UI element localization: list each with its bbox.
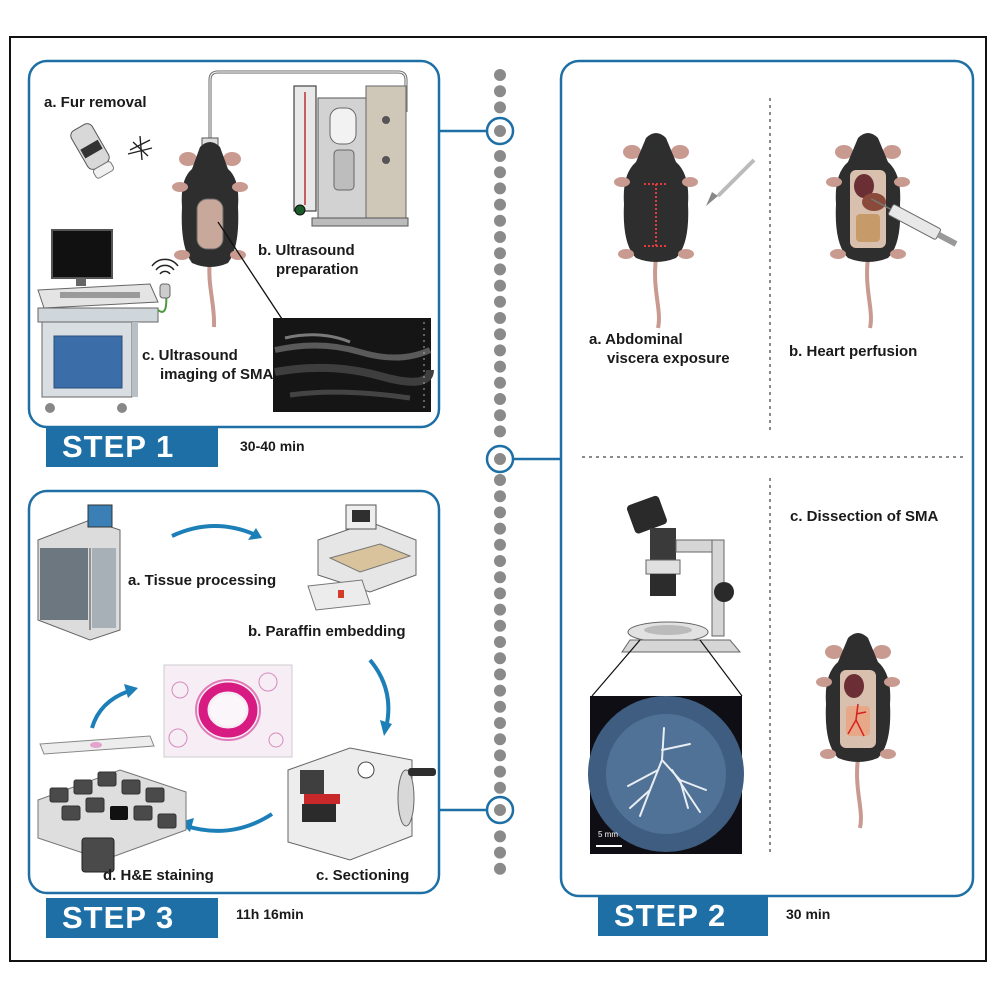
scalpel-icon — [706, 158, 756, 206]
timeline-dot — [494, 182, 506, 195]
timeline-dot — [494, 263, 506, 276]
glass-slide-icon — [39, 735, 155, 755]
timeline-dot — [494, 636, 506, 648]
step2-label-b: b. Heart perfusion — [789, 343, 918, 360]
timeline-dot — [494, 198, 506, 211]
step1-tab: STEP 1 — [46, 427, 218, 467]
microtome-icon — [287, 747, 436, 861]
step1-panel — [27, 59, 441, 429]
cassette-icon — [307, 579, 371, 611]
timeline-dot — [494, 587, 506, 600]
step1-label-c: c. Ultrasound imaging of SMA — [142, 347, 274, 383]
ultrasound-image — [273, 318, 434, 412]
timeline-dot — [494, 733, 506, 746]
mouse-icon — [816, 633, 900, 829]
arrow-b-to-c — [368, 658, 391, 729]
step3-label-b: b. Paraffin embedding — [248, 623, 406, 640]
zoom-line — [217, 221, 285, 323]
mouse-icon — [826, 133, 910, 329]
he-histology-image — [163, 664, 293, 758]
arrow-a-to-b — [171, 524, 259, 538]
timeline-dots — [494, 69, 506, 875]
timeline-dot — [494, 684, 506, 697]
step2-label-c: c. Dissection of SMA — [790, 508, 939, 525]
staining-rack-icon — [37, 769, 187, 873]
step3-label-d: d. H&E staining — [103, 867, 214, 884]
timeline-dot — [494, 231, 506, 243]
timeline-dot — [494, 328, 506, 341]
timeline-dot — [494, 830, 506, 843]
step3-duration: 11h 16min — [236, 906, 304, 922]
ultrasound-machine-icon — [37, 229, 171, 413]
step3-label-c: c. Sectioning — [316, 867, 410, 884]
hair-clipper-icon — [70, 123, 115, 179]
timeline-dot — [494, 846, 506, 859]
syringe-icon — [870, 198, 958, 247]
sma-microscope-image — [588, 696, 744, 854]
timeline-dot — [494, 474, 506, 486]
timeline-dot — [494, 312, 506, 324]
timeline-dot — [494, 295, 506, 308]
timeline-dot — [494, 749, 506, 762]
mouse-icon — [172, 142, 248, 328]
timeline-dot — [494, 376, 506, 389]
step1-label-a: a. Fur removal — [44, 94, 147, 111]
mouse-icon — [614, 133, 698, 329]
step1-label-b: b. Ultrasound preparation — [258, 242, 359, 278]
timeline-dot — [494, 506, 506, 519]
step2-label-a: a. Abdominal viscera exposure — [589, 331, 730, 367]
timeline-dot — [494, 214, 506, 227]
embedding-station-icon — [317, 504, 417, 593]
timeline-dot — [494, 619, 506, 632]
timeline-dot — [494, 700, 506, 713]
timeline-dot — [494, 555, 506, 567]
microscope-icon — [621, 495, 742, 653]
timeline-dot — [494, 279, 506, 292]
timeline-dot — [494, 150, 506, 162]
zoom-line — [591, 639, 641, 697]
timeline-dot — [494, 668, 506, 681]
step3-panel — [27, 489, 441, 895]
signal-waves-icon — [151, 258, 179, 275]
timeline-dot — [494, 425, 506, 438]
timeline — [439, 69, 561, 875]
timeline-dot — [494, 522, 506, 535]
timeline-dot — [494, 862, 506, 875]
timeline-dot — [494, 538, 506, 551]
timeline-dot — [494, 652, 506, 665]
fur-icon — [127, 135, 153, 161]
step2-duration: 30 min — [786, 906, 831, 922]
anesthesia-machine-icon — [293, 85, 409, 227]
timeline-dot — [494, 393, 506, 405]
timeline-dot — [494, 247, 506, 260]
scale-bar-label: 5 mm — [598, 830, 618, 839]
tissue-processor-icon — [37, 504, 121, 641]
timeline-dot — [494, 603, 506, 616]
step2-tab: STEP 2 — [598, 896, 768, 936]
timeline-dot — [494, 344, 506, 357]
zoom-line — [699, 639, 743, 697]
outer-frame — [9, 36, 987, 962]
timeline-dot — [494, 166, 506, 179]
timeline-dot — [494, 69, 506, 81]
arrow-c-to-d — [185, 812, 274, 833]
timeline-dot — [494, 571, 506, 584]
timeline-dot — [494, 409, 506, 422]
timeline-dot — [494, 717, 506, 729]
timeline-dot — [494, 490, 506, 503]
timeline-dot — [494, 781, 506, 794]
step2-panel — [559, 59, 975, 898]
step3-tab: STEP 3 — [46, 898, 218, 938]
timeline-dot — [494, 85, 506, 98]
timeline-dot — [494, 101, 506, 114]
step3-label-a: a. Tissue processing — [128, 572, 277, 589]
timeline-dot — [494, 360, 506, 373]
step1-duration: 30-40 min — [240, 438, 305, 454]
timeline-dot — [494, 765, 506, 778]
